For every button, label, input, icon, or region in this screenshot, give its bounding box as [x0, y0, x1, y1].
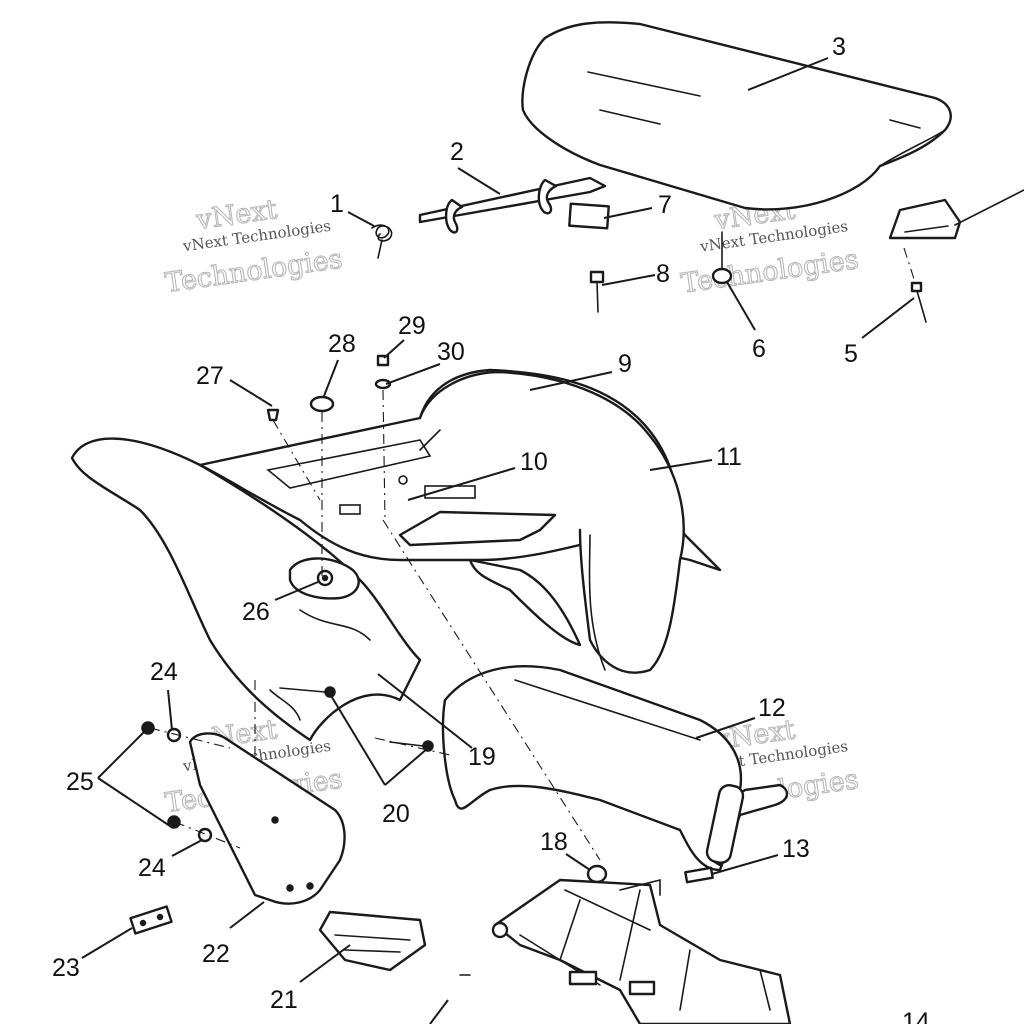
- flap-bracket-part: [318, 910, 471, 976]
- callout-20: 20: [382, 800, 410, 828]
- callout-29: 29: [398, 312, 426, 340]
- screw-part-5: [903, 247, 927, 323]
- nuts-and-washers: [141, 721, 241, 849]
- plate-part: [568, 202, 610, 230]
- callout-14: 14: [902, 1008, 930, 1024]
- callout-24-top: 24: [150, 658, 178, 686]
- callout-7: 7: [658, 191, 672, 219]
- callout-9: 9: [618, 350, 632, 378]
- callout-25: 25: [66, 768, 94, 796]
- callout-1: 1: [330, 190, 344, 218]
- grommet-part-6: [711, 231, 733, 285]
- callout-8: 8: [656, 260, 670, 288]
- callout-2: 2: [450, 138, 464, 166]
- callout-23: 23: [52, 954, 80, 982]
- callout-labels: 3 2 1 7 8 6 5 29 28 30 9 27 10 11 26 24 …: [52, 33, 930, 1024]
- lower-fender-part: [441, 665, 789, 872]
- screw-part-8: [589, 270, 605, 313]
- callout-27: 27: [196, 362, 224, 390]
- seat-latch-rod-part: [418, 176, 607, 234]
- seat-part: [521, 21, 952, 211]
- callout-18: 18: [540, 828, 568, 856]
- callout-24-bottom: 24: [138, 854, 166, 882]
- callout-30: 30: [437, 338, 465, 366]
- callout-3: 3: [832, 33, 846, 61]
- watermark-top-left: vNext vNext Technologies Technologies: [163, 194, 345, 300]
- callout-22: 22: [202, 940, 230, 968]
- seat-bracket-part: [888, 189, 1024, 240]
- callout-12: 12: [758, 694, 786, 722]
- mud-flap-part: [188, 732, 346, 905]
- screws-part-20: [254, 680, 451, 760]
- callout-28: 28: [328, 330, 356, 358]
- frame-part: [491, 878, 792, 1024]
- leader-lines: [81, 57, 915, 1024]
- callout-6: 6: [752, 335, 766, 363]
- knob-part-18: [586, 864, 608, 884]
- small-plate-part: [129, 905, 173, 935]
- callout-5: 5: [844, 340, 858, 368]
- callout-21: 21: [270, 986, 298, 1014]
- callout-19: 19: [468, 743, 496, 771]
- spring-part: [371, 224, 393, 259]
- callout-26: 26: [242, 598, 270, 626]
- fender-side-line: [269, 689, 301, 721]
- callout-10: 10: [520, 448, 548, 476]
- fender-top-hardware: [266, 354, 601, 861]
- rear-fender-part: [70, 368, 722, 742]
- callout-11: 11: [716, 443, 742, 471]
- clip-part-13: [684, 866, 714, 884]
- callout-13: 13: [782, 835, 810, 863]
